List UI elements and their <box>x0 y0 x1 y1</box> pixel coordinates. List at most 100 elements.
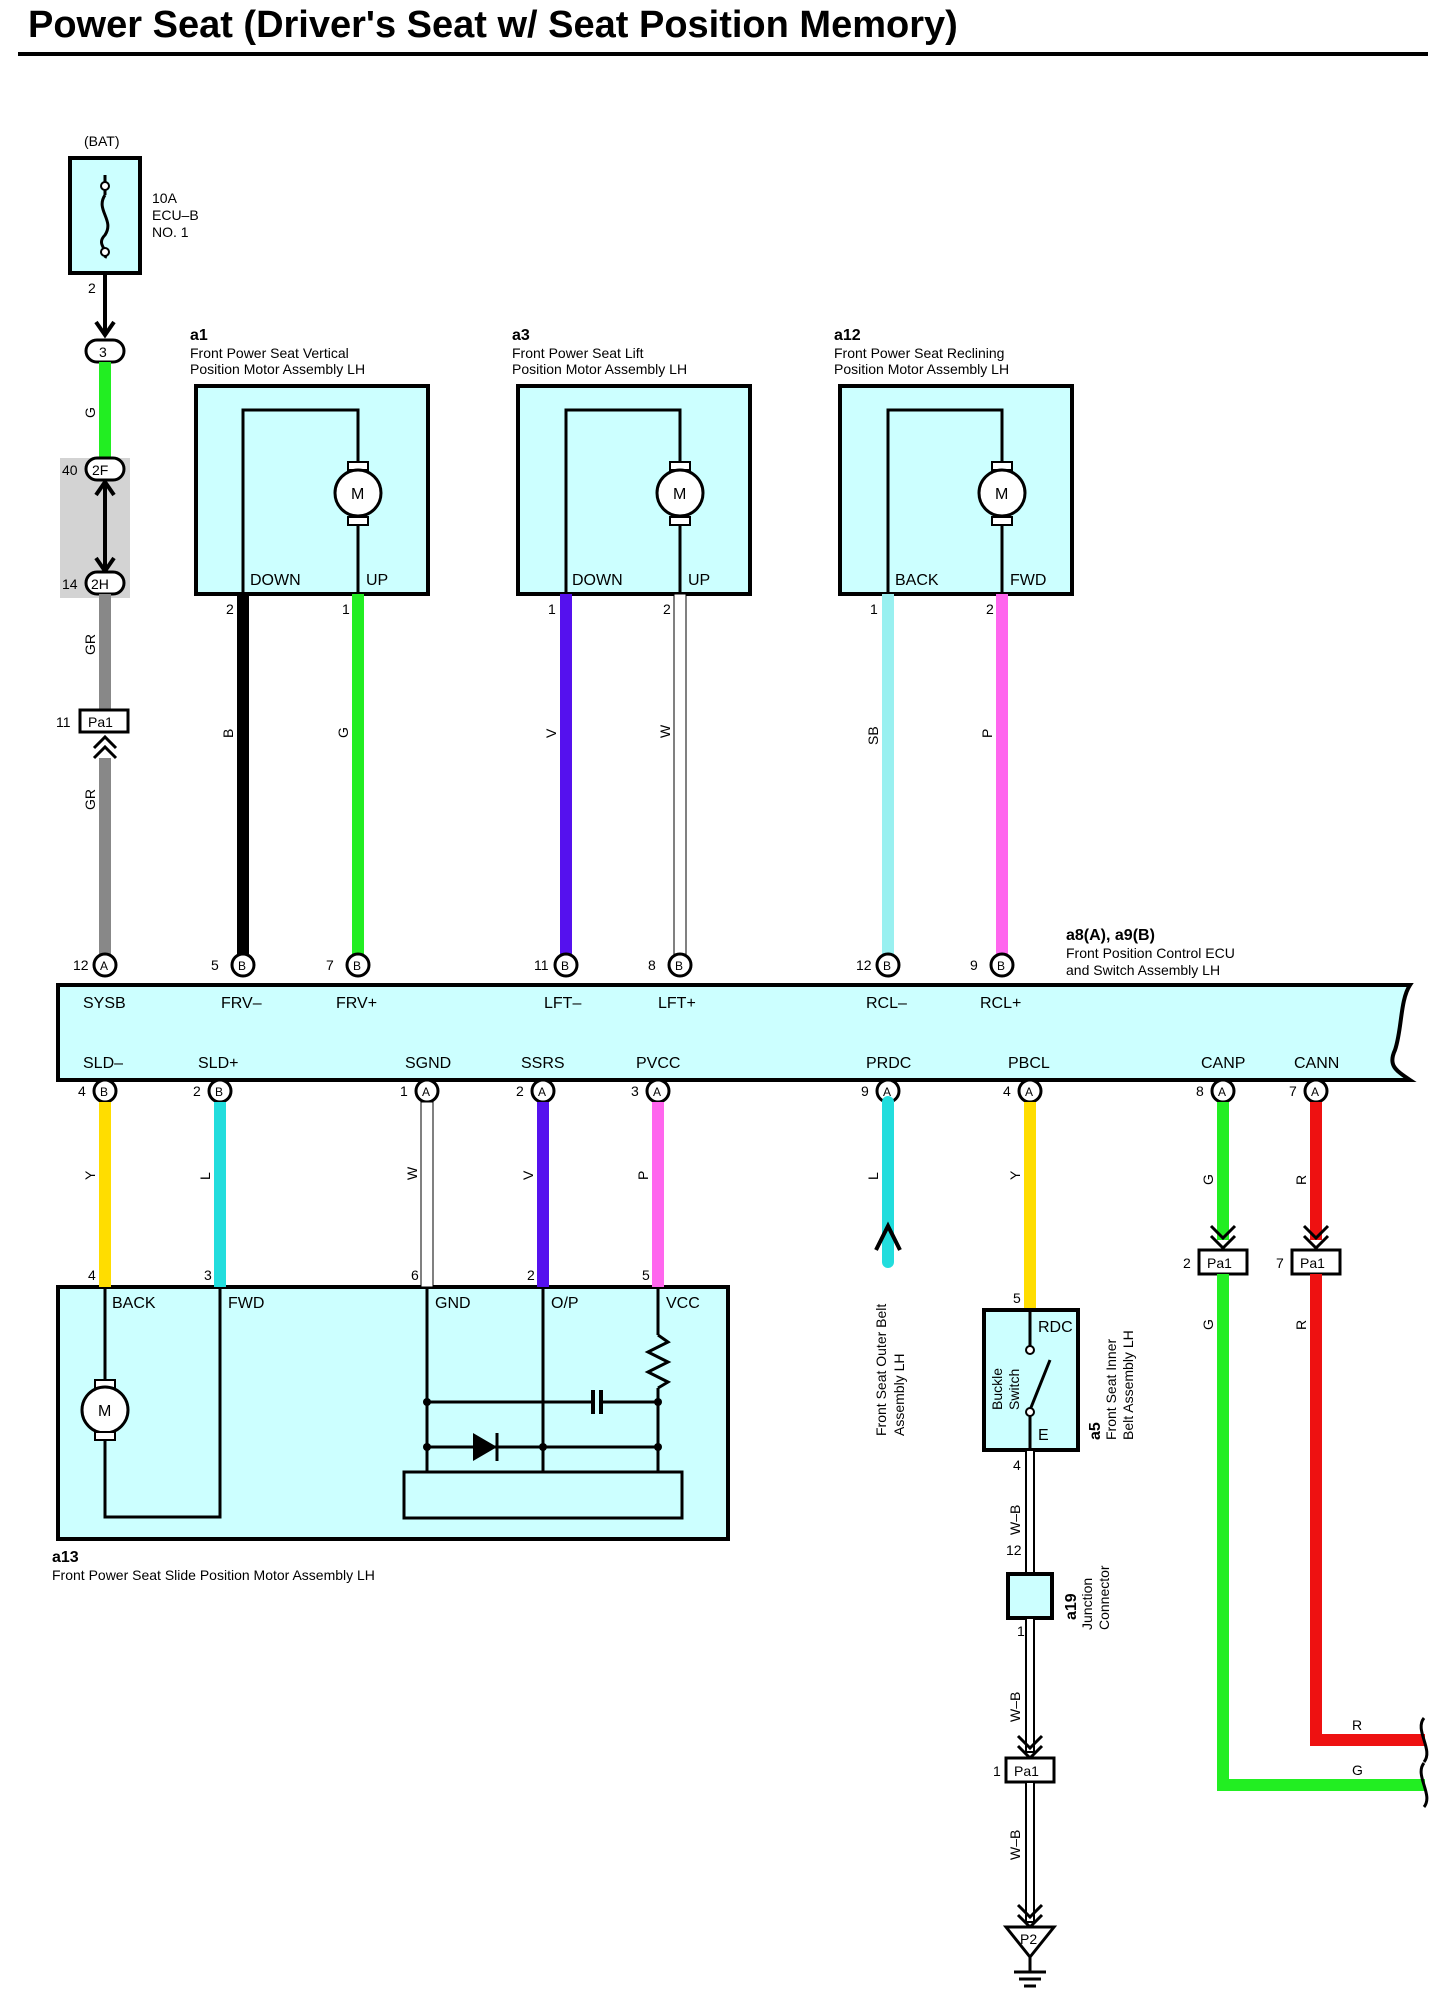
svg-text:1: 1 <box>1017 1623 1025 1639</box>
svg-text:W: W <box>657 724 673 738</box>
svg-text:Assembly LH: Assembly LH <box>891 1354 907 1436</box>
ground-icon <box>1002 1925 1058 1960</box>
ecu-pin-label: FRV+ <box>336 995 377 1012</box>
svg-text:RDC: RDC <box>1038 1319 1073 1336</box>
buckle-switch-a5: Y 5 RDC E Buckle Switch a5 Front Seat In… <box>982 1102 1136 1988</box>
svg-text:W–B: W–B <box>1007 1830 1023 1860</box>
svg-text:Position Motor Assembly LH: Position Motor Assembly LH <box>512 361 687 377</box>
svg-text:W–B: W–B <box>1007 1692 1023 1722</box>
svg-text:Pa1: Pa1 <box>88 714 113 730</box>
ecu-pin-number: 2 <box>193 1083 201 1099</box>
svg-text:FWD: FWD <box>1010 572 1046 589</box>
ecu-conn-letter: A <box>883 1085 891 1099</box>
fuse-pin: 2 <box>88 280 96 296</box>
svg-text:a19: a19 <box>1063 1593 1080 1620</box>
svg-text:G: G <box>1352 1762 1363 1778</box>
connector-pa1-cann <box>1290 1248 1342 1276</box>
svg-text:Front Power Seat Lift: Front Power Seat Lift <box>512 345 644 361</box>
diode-icon <box>473 1433 497 1461</box>
svg-text:M: M <box>351 486 364 503</box>
svg-text:2: 2 <box>226 601 234 617</box>
ecu-conn-letter: B <box>100 1085 108 1099</box>
svg-text:R: R <box>1352 1717 1362 1733</box>
svg-text:2: 2 <box>527 1267 535 1283</box>
svg-text:L: L <box>865 1172 881 1180</box>
svg-text:M: M <box>673 486 686 503</box>
svg-text:Front Seat Outer Belt: Front Seat Outer Belt <box>873 1304 889 1436</box>
ecu-conn-letter: B <box>353 959 361 973</box>
connector-pa1-canp <box>1197 1248 1249 1276</box>
ecu-pin-label: SYSB <box>83 995 126 1012</box>
svg-text:Buckle: Buckle <box>989 1368 1005 1410</box>
svg-text:O/P: O/P <box>551 1295 579 1312</box>
motor-a1: a1 Front Power Seat Vertical Position Mo… <box>190 327 430 965</box>
svg-text:BACK: BACK <box>112 1295 156 1312</box>
ecu-conn-letter: A <box>422 1085 430 1099</box>
ecu-pin-label: SLD+ <box>198 1055 238 1072</box>
svg-text:Connector: Connector <box>1096 1565 1112 1630</box>
svg-text:5: 5 <box>642 1267 650 1283</box>
svg-text:VCC: VCC <box>666 1295 700 1312</box>
svg-text:1: 1 <box>342 601 350 617</box>
svg-text:12: 12 <box>1006 1542 1022 1558</box>
svg-text:Switch: Switch <box>1006 1369 1022 1410</box>
svg-text:a5: a5 <box>1087 1422 1104 1440</box>
svg-text:GR: GR <box>82 789 98 810</box>
svg-text:Front Position Control ECU: Front Position Control ECU <box>1066 945 1235 961</box>
svg-text:1: 1 <box>870 601 878 617</box>
svg-text:G: G <box>1200 1174 1216 1185</box>
ecu-conn-letter: B <box>675 959 683 973</box>
connector-pa1-left <box>78 708 130 734</box>
svg-text:DOWN: DOWN <box>572 572 623 589</box>
ecu-pin-number: 2 <box>516 1083 524 1099</box>
ecu-pin-number: 4 <box>1003 1083 1011 1099</box>
svg-text:4: 4 <box>1013 1457 1021 1473</box>
svg-text:2: 2 <box>663 601 671 617</box>
resistor-icon <box>644 1333 672 1390</box>
svg-text:Position Motor Assembly LH: Position Motor Assembly LH <box>190 361 365 377</box>
fuse-name1: ECU–B <box>152 207 199 223</box>
ecu-pin-number: 3 <box>631 1083 639 1099</box>
ecu-conn-letter: A <box>1311 1085 1319 1099</box>
svg-text:Junction: Junction <box>1079 1578 1095 1630</box>
ecu-conn-letter: A <box>100 959 108 973</box>
fuse-source: (BAT) <box>84 133 120 149</box>
svg-text:a13: a13 <box>52 1549 79 1566</box>
connector-pa1-bottom <box>1004 1756 1056 1784</box>
svg-text:and Switch Assembly LH: and Switch Assembly LH <box>1066 962 1220 978</box>
slide-motor-a13: M BACK FWD GND O/P VCC 4 3 6 2 5 a13 Fro… <box>52 1267 730 1583</box>
title-underline <box>18 52 1428 56</box>
svg-text:W–B: W–B <box>1007 1505 1023 1535</box>
svg-text:L: L <box>197 1172 213 1180</box>
svg-text:P: P <box>979 729 995 738</box>
ecu-a8-a9: a8(A), a9(B) Front Position Control ECU … <box>56 927 1417 1104</box>
ecu-pin-label: FRV– <box>221 995 262 1012</box>
ecu-conn-letter: B <box>997 959 1005 973</box>
svg-text:Pa1: Pa1 <box>1207 1255 1232 1271</box>
connector-2h-pin: 14 <box>62 576 78 592</box>
ecu-pin-number: 8 <box>648 957 656 973</box>
motor-a3: a3 Front Power Seat Lift Position Motor … <box>512 327 752 966</box>
svg-text:3: 3 <box>204 1267 212 1283</box>
can-wires: G R Pa1 2 Pa1 7 G R R G <box>1183 1102 1429 1808</box>
svg-text:Pa1: Pa1 <box>1014 1763 1039 1779</box>
svg-text:2: 2 <box>1183 1255 1191 1271</box>
svg-text:Front Seat Inner: Front Seat Inner <box>1103 1338 1119 1440</box>
svg-text:2F: 2F <box>92 462 108 478</box>
ecu-pin-number: 5 <box>211 957 219 973</box>
page-title: Power Seat (Driver's Seat w/ Seat Positi… <box>28 4 958 46</box>
motor-a12: a12 Front Power Seat Reclining Position … <box>834 327 1074 965</box>
ecu-pin-label: CANN <box>1294 1055 1339 1072</box>
svg-text:Y: Y <box>1007 1170 1023 1180</box>
svg-text:a12: a12 <box>834 327 861 344</box>
svg-text:Front Power Seat Vertical: Front Power Seat Vertical <box>190 345 349 361</box>
